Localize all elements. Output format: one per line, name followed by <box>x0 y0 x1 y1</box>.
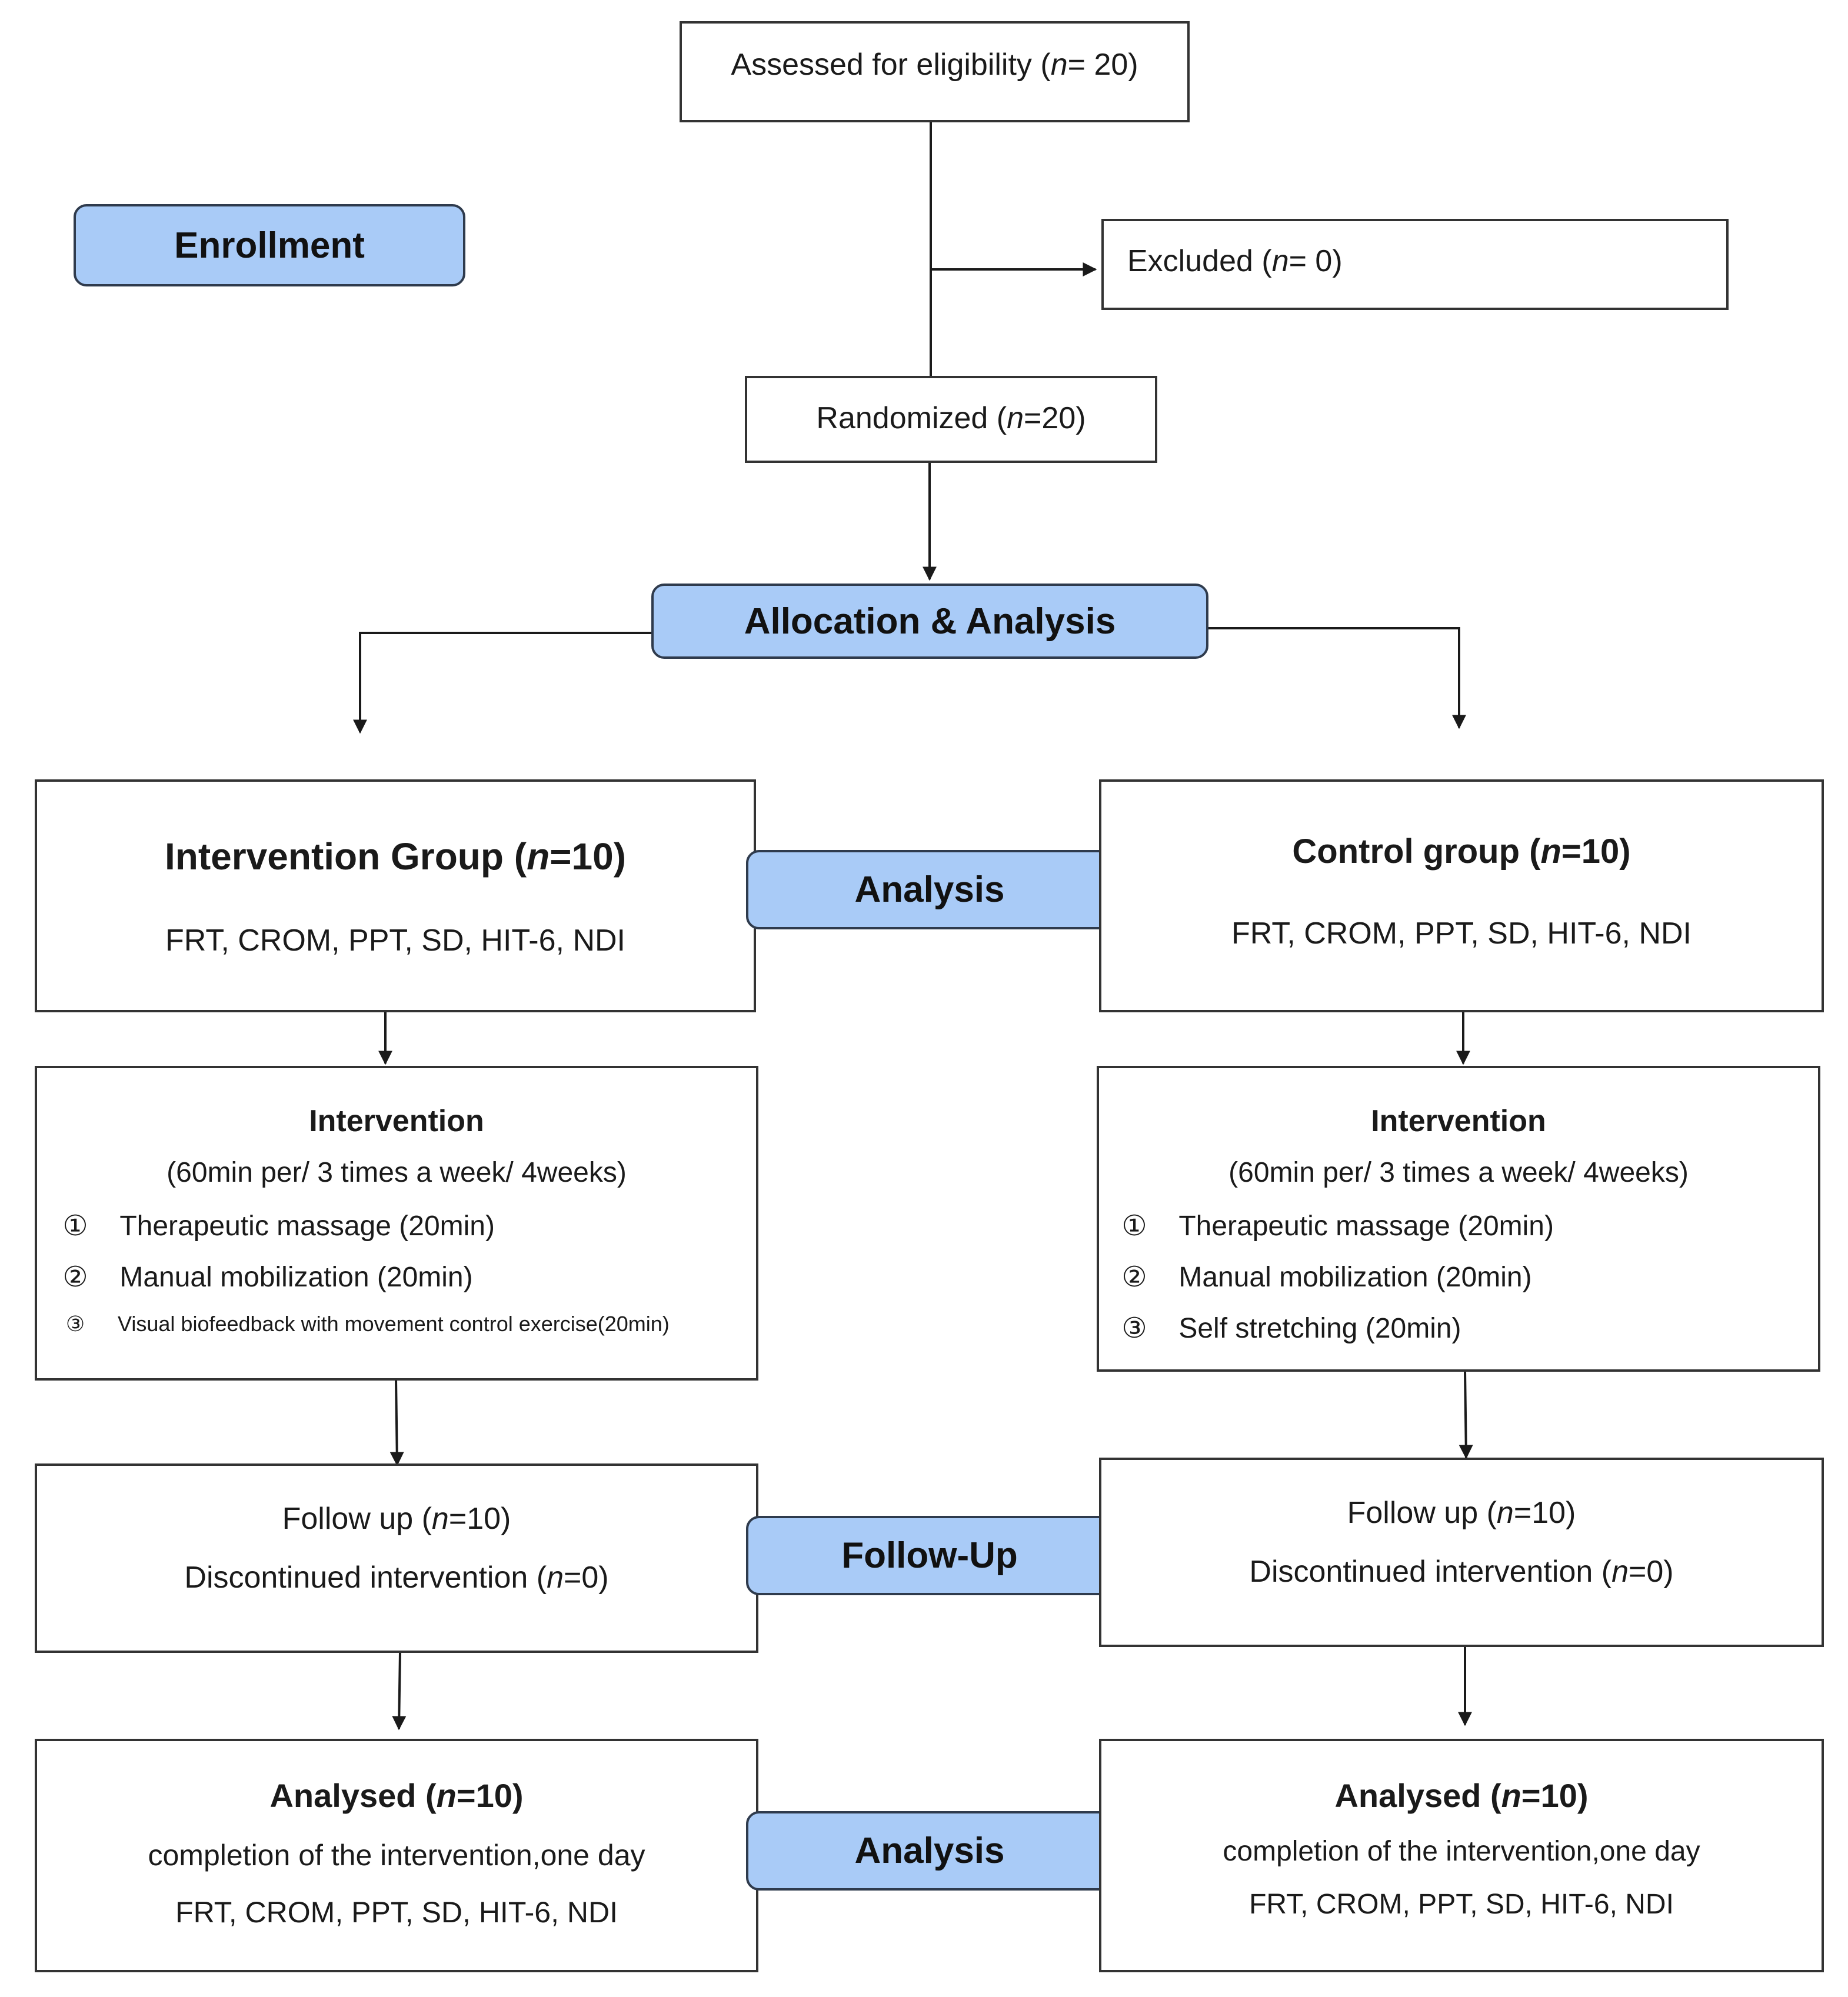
protocol-item-left-2: ② Manual mobilization (20min) <box>58 1261 472 1293</box>
follow-up-line1-left: Follow up (n=10) <box>282 1502 511 1536</box>
analysed-title-left: Analysed (n=10) <box>269 1777 524 1814</box>
analysis-label-bottom: Analysis <box>746 1811 1113 1891</box>
intervention-group-measures: FRT, CROM, PPT, SD, HIT-6, NDI <box>165 924 625 958</box>
analysed-line1-right: completion of the intervention,one day <box>1223 1836 1700 1867</box>
protocol-item-left-3: ③ Visual biofeedback with movement contr… <box>58 1312 670 1336</box>
protocol-item-right-3: ③ Self stretching (20min) <box>1117 1312 1461 1345</box>
protocol-item-right-2: ② Manual mobilization (20min) <box>1117 1261 1531 1293</box>
allocation-label: Allocation & Analysis <box>651 584 1208 659</box>
circled-number-2: ② <box>1121 1262 1147 1293</box>
analysed-box-left: Analysed (n=10) completion of the interv… <box>35 1739 758 1972</box>
randomized-box: Randomized (n=20) <box>745 376 1157 463</box>
excluded-box: Excluded (n= 0) <box>1101 219 1729 310</box>
protocol-heading-right: Intervention <box>1371 1104 1546 1138</box>
protocol-item-left-1: ① Therapeutic massage (20min) <box>58 1209 494 1242</box>
intervention-group-title: Intervention Group (n=10) <box>164 835 627 878</box>
follow-up-box-right: Follow up (n=10) Discontinued interventi… <box>1099 1458 1824 1647</box>
circled-number-1: ① <box>1121 1211 1147 1242</box>
control-group-measures: FRT, CROM, PPT, SD, HIT-6, NDI <box>1231 916 1691 951</box>
randomized-text: Randomized (n=20) <box>816 401 1086 435</box>
intervention-protocol-box-left: Intervention (60min per/ 3 times a week/… <box>35 1066 758 1381</box>
analysed-line1-left: completion of the intervention,one day <box>148 1839 645 1872</box>
assessed-box: Assessed for eligibility (n= 20) <box>680 21 1190 122</box>
control-group-title: Control group (n=10) <box>1292 832 1631 871</box>
control-group-box: Control group (n=10) FRT, CROM, PPT, SD,… <box>1099 779 1824 1012</box>
follow-up-line2-left: Discontinued intervention (n=0) <box>184 1561 609 1595</box>
circled-number-2: ② <box>62 1262 88 1293</box>
protocol-schedule-right: (60min per/ 3 times a week/ 4weeks) <box>1228 1157 1689 1188</box>
arrow-right-intervention-followup <box>1459 1370 1473 1459</box>
circled-number-3: ③ <box>65 1312 85 1336</box>
intervention-protocol-box-right: Intervention (60min per/ 3 times a week/… <box>1097 1066 1820 1372</box>
assessed-text: Assessed for eligibility (n= 20) <box>731 48 1138 82</box>
intervention-group-box: Intervention Group (n=10) FRT, CROM, PPT… <box>35 779 756 1012</box>
follow-up-box-left: Follow up (n=10) Discontinued interventi… <box>35 1463 758 1653</box>
follow-up-line1-right: Follow up (n=10) <box>1347 1496 1576 1530</box>
arrow-allocation-left <box>353 632 652 734</box>
analysed-measures-left: FRT, CROM, PPT, SD, HIT-6, NDI <box>175 1896 618 1929</box>
analysed-title-right: Analysed (n=10) <box>1334 1777 1589 1814</box>
circled-number-1: ① <box>62 1211 88 1242</box>
analysis-label-top: Analysis <box>746 850 1113 929</box>
follow-up-label: Follow-Up <box>746 1516 1113 1595</box>
arrow-allocation-right <box>1207 627 1466 729</box>
circled-number-3: ③ <box>1121 1313 1147 1344</box>
analysed-measures-right: FRT, CROM, PPT, SD, HIT-6, NDI <box>1249 1889 1674 1920</box>
arrow-left-intervention-followup <box>389 1378 404 1466</box>
enrollment-label: Enrollment <box>74 204 465 286</box>
arrow-left-followup-analysed <box>392 1652 407 1731</box>
protocol-item-right-1: ① Therapeutic massage (20min) <box>1117 1209 1553 1242</box>
protocol-schedule-left: (60min per/ 3 times a week/ 4weeks) <box>167 1157 627 1188</box>
analysed-box-right: Analysed (n=10) completion of the interv… <box>1099 1739 1824 1972</box>
excluded-text: Excluded (n= 0) <box>1127 244 1343 278</box>
follow-up-line2-right: Discontinued intervention (n=0) <box>1249 1555 1674 1589</box>
protocol-heading-left: Intervention <box>309 1104 484 1138</box>
